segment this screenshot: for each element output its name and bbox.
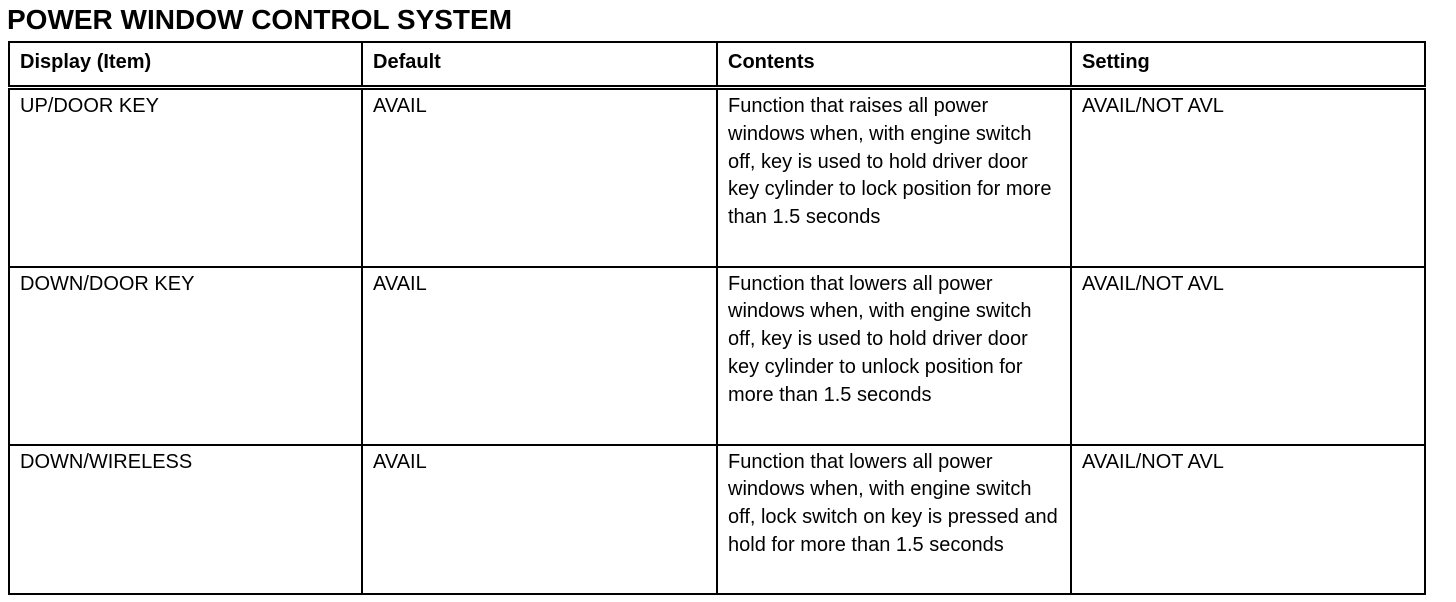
table-header-row: Display (Item) Default Contents Setting xyxy=(8,41,1426,90)
page-title: POWER WINDOW CONTROL SYSTEM xyxy=(7,4,513,35)
cell-contents: Function that lowers all power windows w… xyxy=(716,443,1072,595)
cell-display-item: DOWN/WIRELESS xyxy=(8,443,363,595)
header-default: Default xyxy=(361,41,718,90)
cell-default: AVAIL xyxy=(361,265,718,446)
cell-default: AVAIL xyxy=(361,86,718,268)
cell-setting: AVAIL/NOT AVL xyxy=(1070,86,1426,268)
cell-default: AVAIL xyxy=(361,443,718,595)
header-setting: Setting xyxy=(1070,41,1426,90)
cell-setting: AVAIL/NOT AVL xyxy=(1070,265,1426,446)
header-contents: Contents xyxy=(716,41,1072,90)
cell-contents: Function that lowers all power windows w… xyxy=(716,265,1072,446)
cell-display-item: UP/DOOR KEY xyxy=(8,86,363,268)
table-row: DOWN/DOOR KEY AVAIL Function that lowers… xyxy=(8,265,1426,446)
cell-setting: AVAIL/NOT AVL xyxy=(1070,443,1426,595)
settings-table: Display (Item) Default Contents Setting … xyxy=(8,41,1426,595)
cell-display-item: DOWN/DOOR KEY xyxy=(8,265,363,446)
table-row: DOWN/WIRELESS AVAIL Function that lowers… xyxy=(8,443,1426,595)
header-display-item: Display (Item) xyxy=(8,41,363,90)
table-row: UP/DOOR KEY AVAIL Function that raises a… xyxy=(8,86,1426,268)
cell-contents: Function that raises all power windows w… xyxy=(716,86,1072,268)
